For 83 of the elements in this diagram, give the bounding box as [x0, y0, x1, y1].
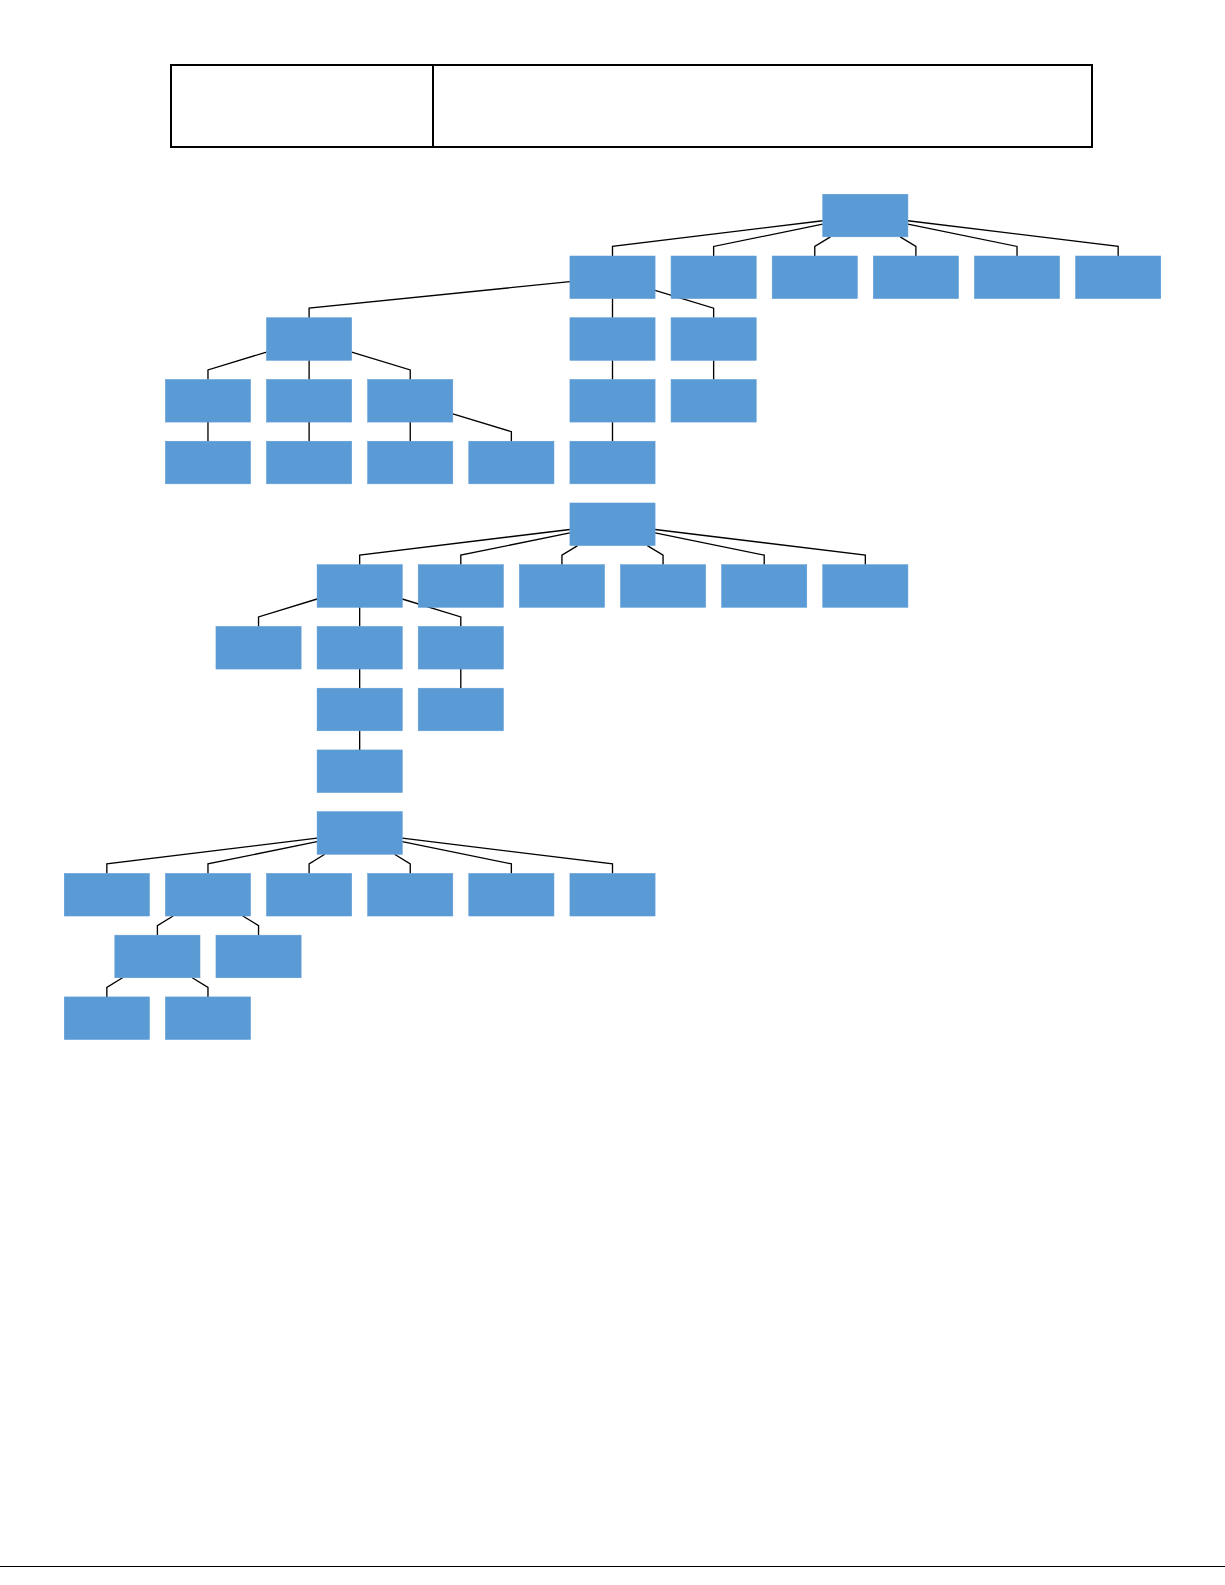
connector-line	[207, 351, 268, 381]
connector-line	[611, 421, 614, 442]
org-chart-box	[873, 255, 959, 299]
org-chart-box	[771, 255, 858, 299]
org-chart-box	[316, 811, 403, 855]
org-chart-box	[114, 934, 201, 979]
org-chart-box	[670, 317, 757, 361]
connector-line	[242, 915, 260, 936]
org-chart-box	[165, 873, 251, 917]
connector-line	[359, 528, 571, 566]
connector-line	[207, 841, 318, 875]
org-chart-box	[266, 440, 352, 485]
org-chart-box	[64, 996, 150, 1040]
connector-line	[907, 220, 1119, 257]
org-chart-box	[569, 317, 656, 361]
connector-line	[401, 837, 614, 875]
connector-line	[654, 532, 765, 566]
org-chart-box	[417, 564, 504, 608]
org-chart-box	[569, 440, 656, 485]
connector-line	[460, 668, 462, 689]
org-chart-box	[670, 255, 757, 299]
connector-line	[899, 236, 917, 257]
org-chart-box	[165, 996, 251, 1040]
org-chart-box	[822, 194, 909, 238]
connector-line	[393, 853, 411, 875]
connector-line	[611, 297, 614, 319]
connector-line	[611, 220, 824, 257]
org-chart-box	[468, 873, 555, 917]
connector-line	[207, 421, 209, 442]
org-chart-box	[670, 379, 757, 423]
connector-line	[646, 544, 664, 566]
connector-line	[308, 280, 571, 319]
org-chart-box	[215, 626, 302, 670]
org-chart-box	[165, 440, 251, 485]
org-chart-box	[316, 749, 403, 793]
connector-line	[907, 223, 1018, 257]
org-chart-box	[1075, 255, 1161, 299]
org-chart-box	[316, 687, 403, 732]
org-chart-box	[316, 564, 403, 608]
org-chart-box	[266, 873, 352, 917]
connector-line	[359, 730, 361, 751]
connector-line	[257, 598, 318, 628]
connector-line	[712, 359, 715, 381]
connector-line	[409, 421, 411, 442]
org-chart-box	[316, 626, 403, 670]
org-chart-box	[569, 379, 656, 423]
org-chart-box	[974, 255, 1060, 299]
connector-line	[308, 421, 310, 442]
connector-line	[156, 915, 174, 936]
org-chart-box	[64, 873, 150, 917]
org-chart-box	[417, 626, 504, 670]
connector-line	[561, 544, 579, 566]
org-chart-box	[569, 502, 656, 546]
connector-line	[359, 668, 361, 689]
connector-line	[611, 359, 614, 381]
org-chart-box	[215, 934, 302, 979]
connector-line	[106, 977, 124, 998]
org-chart-box	[165, 379, 251, 423]
org-chart-box	[721, 564, 808, 608]
org-chart-box	[569, 873, 656, 917]
connector-line	[460, 532, 571, 566]
org-chart-box	[266, 379, 352, 423]
org-chart-box	[367, 379, 454, 423]
connector-line	[654, 528, 866, 566]
org-chart-box	[266, 317, 352, 361]
connector-line	[712, 223, 824, 257]
connector-line	[452, 413, 513, 442]
org-chart-box	[569, 255, 656, 299]
connector-line	[814, 236, 832, 257]
connector-line	[308, 853, 326, 875]
connector-line	[351, 351, 411, 381]
connector-line	[308, 359, 310, 381]
org-chart-box	[519, 564, 605, 608]
connector-line	[401, 841, 513, 875]
org-chart-box	[367, 440, 454, 485]
connector-line	[359, 606, 361, 628]
org-chart-box	[367, 873, 454, 917]
org-chart-box	[417, 687, 504, 732]
org-chart-box	[620, 564, 706, 608]
org-chart-box	[822, 564, 909, 608]
org-chart-box	[468, 440, 555, 485]
connector-line	[106, 837, 318, 875]
connector-line	[191, 977, 209, 998]
